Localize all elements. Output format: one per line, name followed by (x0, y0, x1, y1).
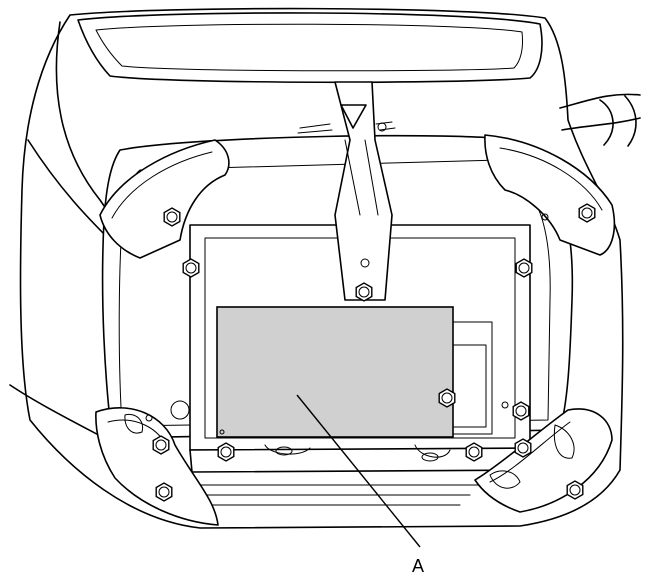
plate-corner-dot (219, 429, 225, 435)
latch-detail (297, 121, 396, 134)
bolt-upper-left (163, 207, 181, 227)
strap-hole (360, 258, 370, 268)
bolt-lower-left-2 (217, 442, 235, 462)
bolt-plate (438, 388, 456, 408)
side-cable (559, 93, 641, 147)
clip-right-low (489, 470, 521, 489)
clip-right-mid (553, 424, 575, 459)
boss-upper-right (541, 213, 549, 221)
bracket-right-upper (484, 134, 616, 256)
boss-left (170, 400, 190, 420)
boss-right-small (501, 401, 509, 409)
triangle-arrow-icon (340, 104, 367, 129)
bolt-bottom-left (155, 482, 173, 502)
top-handle (77, 12, 543, 84)
bracket-left-upper-edge (111, 151, 213, 219)
bolt-group (152, 203, 596, 502)
slot-left-hole (275, 446, 293, 456)
bracket-right-upper-edge (499, 147, 603, 211)
latch-screw (377, 122, 387, 132)
bolt-upper-right (578, 203, 596, 223)
callout-leader-line (296, 394, 421, 548)
bolt-panel-top-right (515, 258, 533, 278)
boss-left-small (145, 414, 153, 422)
bottom-rail-lines (199, 484, 481, 506)
bolt-panel-top-left (182, 258, 200, 278)
bolt-lower-right-1 (514, 438, 532, 458)
bolt-lower-left-1 (152, 435, 170, 455)
bottom-slot-left (264, 444, 311, 455)
bottom-rail (189, 447, 541, 473)
bottom-slot-right (414, 444, 451, 458)
clip-left-low (124, 413, 144, 434)
bolt-side-right (512, 401, 530, 421)
callout-label-a: A (412, 556, 425, 576)
bolt-bottom-right (566, 480, 584, 500)
highlighted-plate (216, 306, 454, 438)
bolt-strap (355, 282, 373, 302)
center-strap (334, 81, 393, 301)
bracket-left-upper (99, 139, 230, 259)
bolt-lower-right-2 (465, 442, 483, 462)
slot-right-hole (421, 452, 439, 462)
top-handle-inner (95, 23, 523, 72)
bracket-left-lower (95, 407, 219, 526)
center-strap-ridge (344, 139, 379, 216)
